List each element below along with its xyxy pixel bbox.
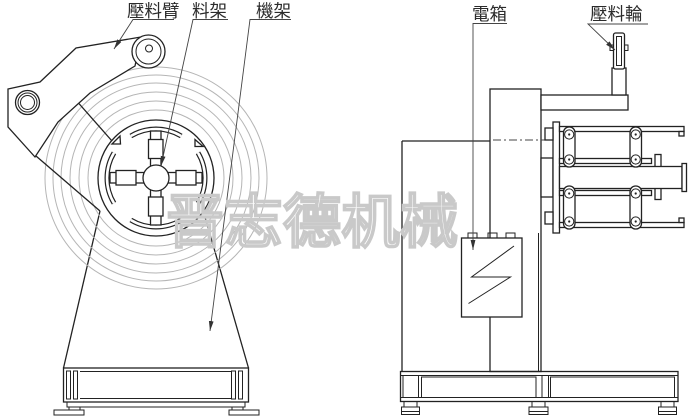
front-foot-left bbox=[53, 409, 85, 416]
side-view-leaders bbox=[470, 23, 648, 250]
mandrel-side bbox=[540, 121, 688, 234]
mandrel-wedge-right bbox=[194, 138, 205, 148]
pressing-wheel-assembly bbox=[540, 32, 629, 111]
machine-frame-front bbox=[53, 210, 260, 416]
pressing-arm-pivot bbox=[14, 89, 41, 116]
label-electric-box: 電箱 bbox=[472, 4, 507, 24]
watermark-text: 晋志德机械 bbox=[166, 190, 459, 255]
side-view bbox=[399, 23, 688, 415]
mandrel-plate bbox=[552, 121, 561, 234]
leader-machine-frame bbox=[208, 19, 291, 332]
electric-box bbox=[460, 232, 523, 318]
pressing-arm-roller bbox=[131, 34, 166, 69]
wheel-post bbox=[611, 67, 627, 96]
machine-base-side bbox=[399, 370, 679, 415]
pressing-arm bbox=[7, 34, 166, 212]
callout-labels: 壓料臂 料架 機架 電箱 壓料輪 bbox=[127, 1, 643, 24]
mandrel-links bbox=[562, 126, 643, 230]
mandrel-hub bbox=[142, 164, 170, 192]
mandrel bbox=[97, 119, 215, 237]
leader-material-rack bbox=[160, 19, 228, 167]
leader-pressing-arm bbox=[113, 19, 174, 50]
label-material-rack: 料架 bbox=[192, 1, 227, 21]
mandrel-hub-block bbox=[540, 157, 554, 198]
mandrel-shaft bbox=[558, 165, 683, 190]
mandrel-wedge-left bbox=[110, 134, 122, 145]
label-pressing-arm: 壓料臂 bbox=[127, 1, 180, 21]
electric-symbol bbox=[468, 245, 515, 304]
label-pressing-wheel: 壓料輪 bbox=[590, 4, 643, 24]
side-feet bbox=[401, 401, 677, 415]
front-view bbox=[7, 19, 291, 416]
front-view-leaders bbox=[113, 19, 291, 332]
mandrel-arc-pads bbox=[104, 126, 208, 230]
leader-pressing-wheel bbox=[586, 23, 648, 51]
leader-electric-box bbox=[470, 23, 507, 250]
label-machine-frame: 機架 bbox=[256, 1, 291, 21]
pressing-wheel-shape bbox=[612, 32, 626, 70]
front-foot-right bbox=[228, 409, 260, 416]
